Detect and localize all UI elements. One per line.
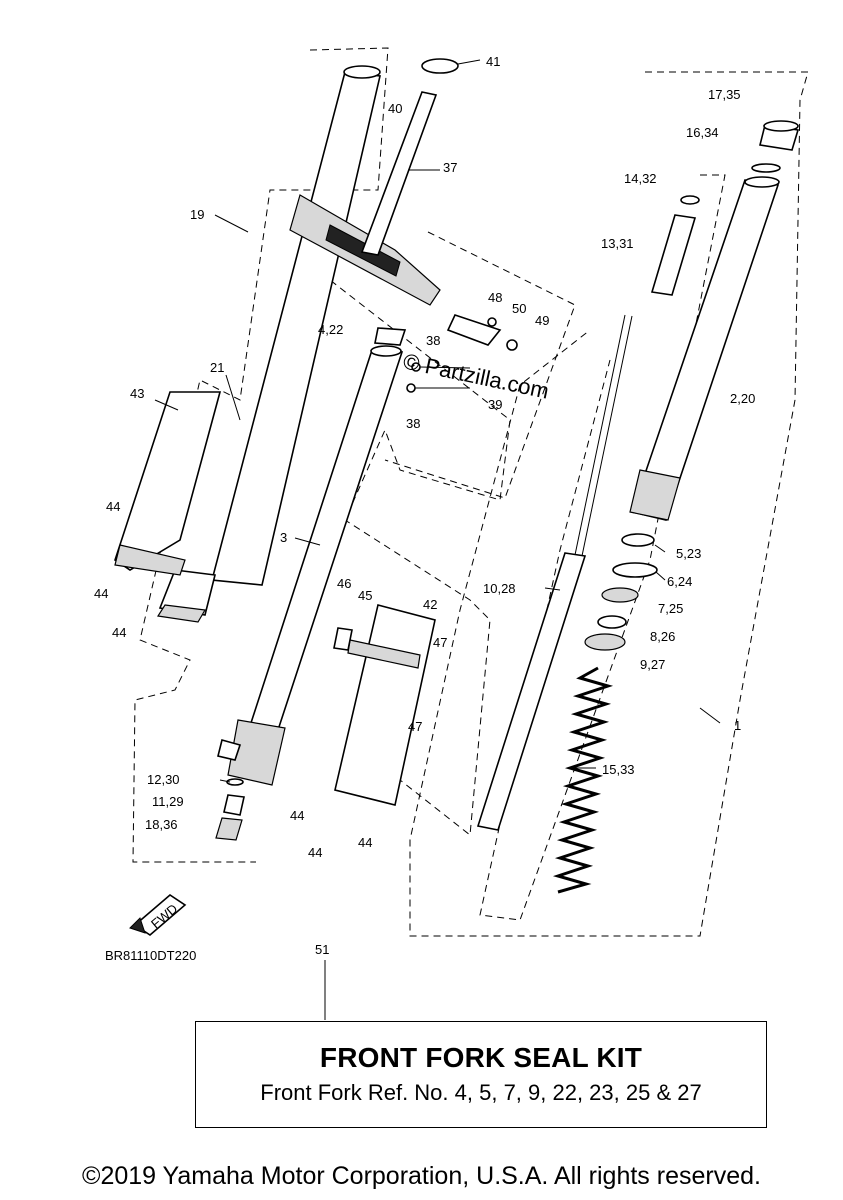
label-11-29: 11,29 [152,794,184,809]
label-17-35: 17,35 [708,87,741,102]
central-inner-tube [217,327,407,786]
label-44-d: 44 [290,808,304,823]
leader-lines [154,59,721,1020]
label-2-20: 2,20 [730,391,755,406]
label-1: 1 [734,718,741,733]
right-outer-tube [629,176,780,521]
label-44-e: 44 [308,845,322,860]
label-4-22: 4,22 [318,322,343,337]
label-42: 42 [423,597,437,612]
copyright-notice: ©2019 Yamaha Motor Corporation, U.S.A. A… [82,1162,761,1190]
left-outer-tube [156,65,441,623]
label-44-f: 44 [358,835,372,850]
partzilla-watermark: © Partzilla.com [401,348,551,403]
label-38-bottom: 38 [406,416,420,431]
label-5-23: 5,23 [676,546,701,561]
clamp-bolts [406,362,471,393]
seal-kit-box: FRONT FORK SEAL KIT Front Fork Ref. No. … [195,1021,767,1128]
label-39: 39 [488,397,502,412]
right-fork-assembly-outline [409,71,809,937]
inner-tube-group-outline [479,174,726,921]
left-inner-rod [360,58,459,256]
fork-cap [751,120,800,173]
left-fork-assembly-outline [132,47,389,863]
label-47-a: 47 [433,635,447,650]
label-15-33: 15,33 [602,762,635,777]
label-46: 46 [337,576,351,591]
label-7-25: 7,25 [658,601,683,616]
label-18-36: 18,36 [145,817,178,832]
label-50: 50 [512,301,526,316]
label-14-32: 14,32 [624,171,657,186]
label-12-30: 12,30 [147,772,180,787]
label-21: 21 [210,360,224,375]
label-40: 40 [388,101,402,116]
diagram-code: BR81110DT220 [105,948,196,963]
label-51: 51 [315,942,329,957]
label-16-34: 16,34 [686,125,719,140]
label-49: 49 [535,313,549,328]
label-38-top: 38 [426,333,440,348]
label-6-24: 6,24 [667,574,692,589]
fwd-arrow-mark: FWD [129,893,187,937]
seal-kit-subtitle: Front Fork Ref. No. 4, 5, 7, 9, 22, 23, … [260,1080,702,1105]
right-fork-guard [333,604,436,806]
seal-kit-title: FRONT FORK SEAL KIT [319,1042,643,1073]
label-10-28: 10,28 [483,581,516,596]
clamp-bolt-group-outline [384,231,576,499]
label-44-c: 44 [112,625,126,640]
label-41: 41 [486,54,500,69]
axle-holder-parts [215,778,245,841]
label-45: 45 [358,588,372,603]
label-9-27: 9,27 [640,657,665,672]
left-fork-guard [114,391,222,571]
label-13-31: 13,31 [601,236,634,251]
fork-spring [552,666,614,894]
label-19: 19 [190,207,204,222]
part-labels: 41 40 37 19 48 50 49 4,22 38 39 38 21 43… [94,54,755,963]
label-43: 43 [130,386,144,401]
label-44-b: 44 [94,586,108,601]
label-47-b: 47 [408,719,422,734]
damper-rod [476,195,700,831]
left-fork-guard-strap [114,544,186,576]
clamp-bracket [446,314,518,351]
label-3: 3 [280,530,287,545]
label-8-26: 8,26 [650,629,675,644]
label-48: 48 [488,290,502,305]
fork-seal-stack [584,533,658,651]
label-37: 37 [443,160,457,175]
label-44-a: 44 [106,499,120,514]
